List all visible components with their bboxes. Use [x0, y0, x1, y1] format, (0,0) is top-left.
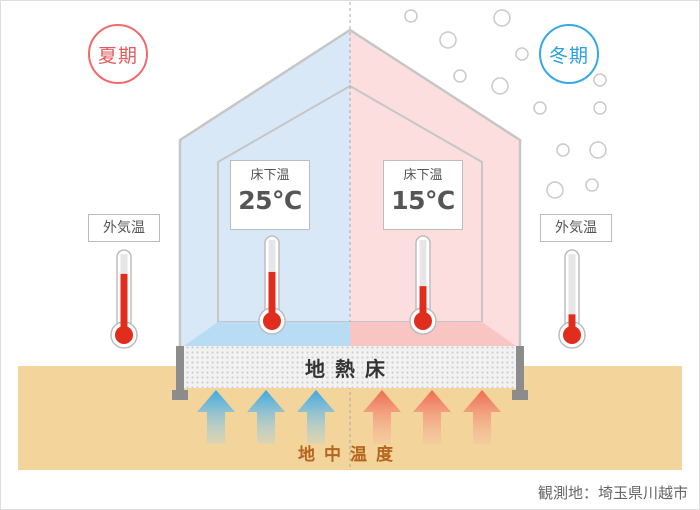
footing-right: [512, 390, 528, 400]
thermometer-mercury: [568, 314, 576, 329]
floor-temp-box-winter: 床下温 15℃: [383, 160, 463, 230]
arrow-up-icon: [363, 390, 401, 444]
thermometer-floor-winter: [409, 235, 437, 335]
thermometer-bulb: [115, 326, 133, 344]
floor-temp-box-summer: 床下温 25℃: [230, 160, 310, 230]
geothermal-floor-label: 地熱床: [305, 357, 395, 381]
geothermal-slab: [184, 346, 516, 388]
summer-badge: 夏期: [88, 24, 148, 84]
thermometer-bulb: [414, 312, 432, 330]
floor-temp-value-summer: 25℃: [238, 186, 302, 215]
thermometer-bulb: [263, 312, 281, 330]
foundation-right: [516, 346, 524, 394]
arrow-up-icon: [197, 390, 235, 444]
arrow-up-icon: [247, 390, 285, 444]
ground-temperature-label: 地中温度: [298, 445, 402, 465]
floor-surface-summer: [184, 322, 350, 346]
thermometer-glass: [568, 254, 576, 329]
floor-temp-value-winter: 15℃: [391, 186, 455, 215]
thermometer-glass: [419, 240, 427, 315]
thermometer-floor-summer: [258, 235, 286, 335]
arrow-up-icon: [297, 390, 335, 444]
house-outline: [178, 28, 522, 365]
outside-temp-label-summer: 外気温: [88, 214, 160, 242]
thermometer-outside-summer: [110, 249, 138, 349]
thermometer-mercury: [120, 273, 128, 329]
thermometer-bulb: [563, 326, 581, 344]
thermometer-mercury: [419, 286, 427, 315]
arrow-up-icon: [413, 390, 451, 444]
floor-surface-winter: [350, 322, 516, 346]
winter-badge: 冬期: [539, 24, 599, 84]
foundation-left: [176, 346, 184, 394]
observation-site: 観測地：埼玉県川越市: [537, 484, 688, 502]
footing-left: [172, 390, 188, 400]
floor-temp-label: 床下温: [250, 168, 290, 183]
outside-temp-label-winter: 外気温: [540, 214, 612, 242]
arrow-up-icon: [463, 390, 501, 444]
floor-temp-label: 床下温: [403, 168, 443, 183]
snow-icon: [404, 9, 607, 199]
thermometer-mercury: [268, 271, 276, 315]
thermometer-outside-winter: [558, 249, 586, 349]
